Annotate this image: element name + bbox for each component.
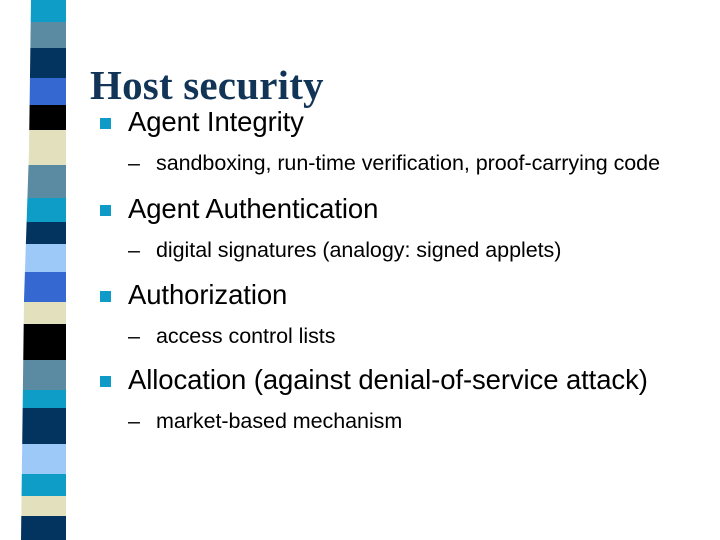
stripe-band-14 <box>21 360 66 390</box>
spacer <box>96 177 708 193</box>
spacer <box>96 225 708 238</box>
spacer <box>96 263 708 279</box>
stripe-band-20 <box>21 516 66 540</box>
stripe-band-10 <box>21 244 66 272</box>
bullet-level2-label: access control lists <box>156 324 336 349</box>
dash-bullet-icon: – <box>128 237 140 262</box>
stripe-band-6 <box>21 130 66 165</box>
stripe-band-8 <box>21 198 66 222</box>
bullet-level2-3-1: – access control lists <box>128 324 708 350</box>
stripe-band-4 <box>21 78 66 105</box>
spacer <box>96 350 708 364</box>
square-bullet-icon <box>100 204 111 216</box>
stripe-band-18 <box>21 474 66 496</box>
stripe-band-16 <box>21 408 66 444</box>
bullet-level2-label: market-based mechanism <box>156 408 403 433</box>
stripe-band-2 <box>21 22 66 48</box>
stripe-band-9 <box>21 222 66 244</box>
bullet-level2-label: sandboxing, run-time verification, proof… <box>156 150 660 175</box>
stripe-band-5 <box>21 105 66 130</box>
stripe-bands-svg <box>21 0 66 540</box>
bullet-level1-1: Agent Integrity <box>96 106 708 138</box>
dash-bullet-icon: – <box>128 408 140 433</box>
slide-title: Host security <box>90 62 324 109</box>
stripe-band-11 <box>21 272 66 302</box>
stripe-band-1 <box>21 0 66 22</box>
stripe-band-7 <box>21 165 66 198</box>
square-bullet-icon <box>100 118 111 129</box>
bullet-level1-2: Agent Authentication <box>96 193 708 225</box>
bullet-level2-label: digital signatures (analogy: signed appl… <box>156 237 562 262</box>
stripe-band-13 <box>21 324 66 360</box>
slide-body: Agent Integrity – sandboxing, run-time v… <box>96 106 708 435</box>
bullet-block-2: Agent Authentication – digital signature… <box>96 193 708 264</box>
dash-bullet-icon: – <box>128 324 140 349</box>
square-bullet-icon <box>100 376 111 388</box>
stripe-band-12 <box>21 302 66 324</box>
bullet-level1-label: Allocation (against denial-of-service at… <box>128 364 648 396</box>
bullet-block-3: Authorization – access control lists <box>96 279 708 350</box>
stripe-band-3 <box>21 48 66 78</box>
spacer <box>96 396 708 409</box>
bullet-level1-4: Allocation (against denial-of-service at… <box>96 364 708 396</box>
square-bullet-icon <box>100 291 111 303</box>
bullet-level2-2-1: – digital signatures (analogy: signed ap… <box>128 238 708 264</box>
bullet-level1-label: Authorization <box>128 279 288 311</box>
bullet-level2-1-1: – sandboxing, run-time verification, pro… <box>128 151 708 177</box>
stripe-band-15 <box>21 390 66 408</box>
bullet-level1-label: Agent Integrity <box>128 106 304 137</box>
left-edge-color-stripe <box>0 0 80 540</box>
spacer <box>96 311 708 324</box>
bullet-level1-3: Authorization <box>96 279 708 311</box>
bullet-level2-4-1: – market-based mechanism <box>128 409 708 435</box>
bullet-block-4: Allocation (against denial-of-service at… <box>96 364 708 435</box>
stripe-band-19 <box>21 496 66 516</box>
spacer <box>96 138 708 151</box>
bullet-block-1: Agent Integrity – sandboxing, run-time v… <box>96 106 708 177</box>
bullet-level1-label: Agent Authentication <box>128 192 379 224</box>
stripe-band-17 <box>21 444 66 474</box>
dash-bullet-icon: – <box>128 150 140 175</box>
